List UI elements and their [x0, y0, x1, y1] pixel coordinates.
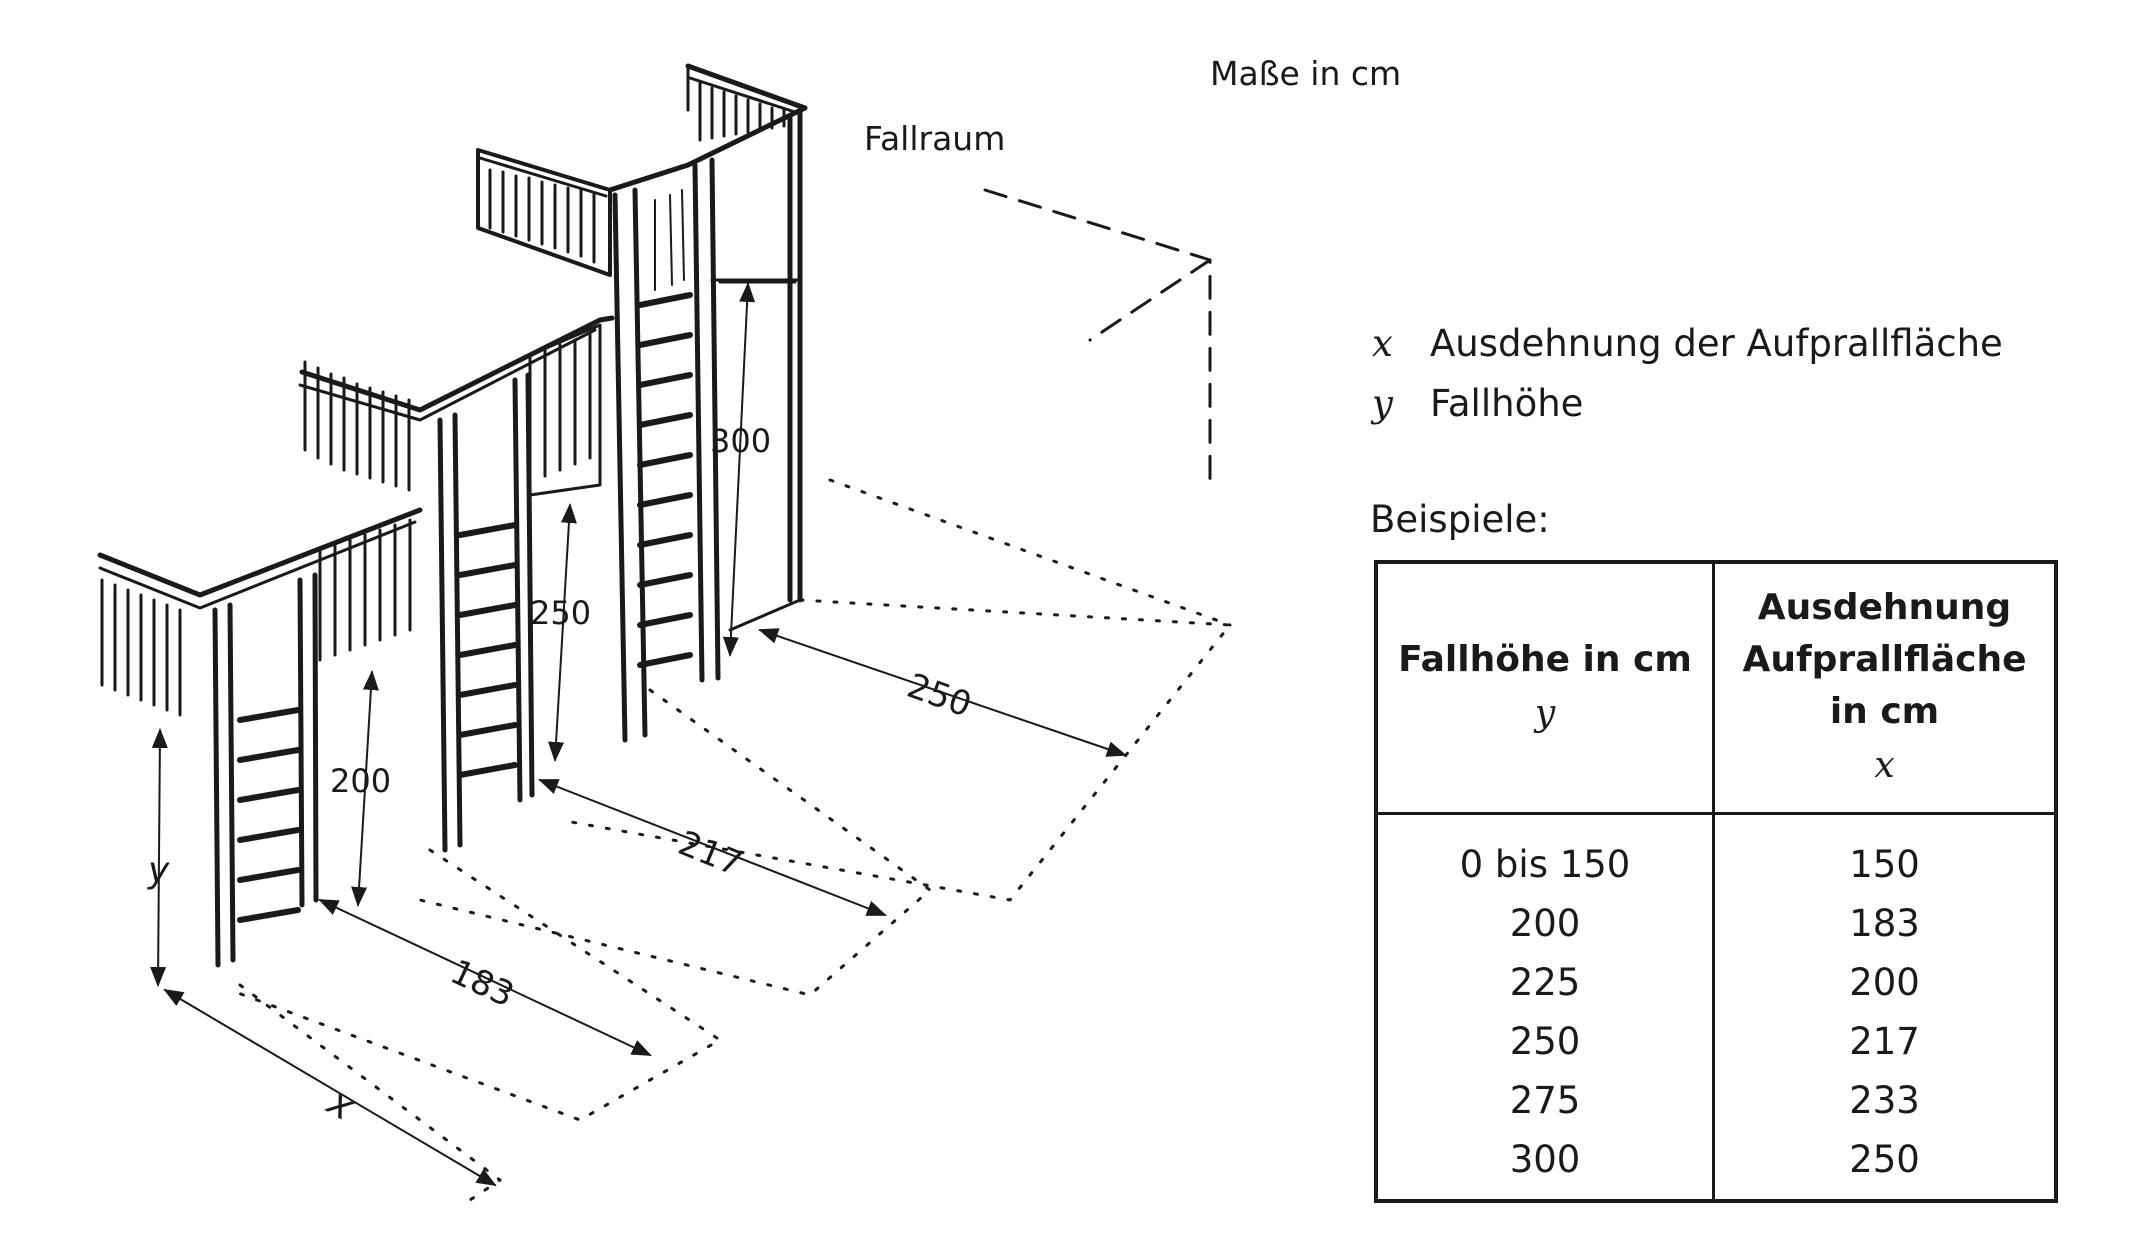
table-cell: 200	[1849, 961, 1920, 1004]
table-cell: 250	[1849, 1138, 1920, 1181]
table-body-row: 0 bis 150 200 225 250 275 300 150 183 20…	[1374, 813, 2058, 1201]
legend-symbol: y	[1372, 382, 1393, 425]
ground-dimensions	[163, 628, 1127, 1187]
legend-label: Ausdehnung der Aufprallfläche	[1430, 322, 2003, 365]
label-250: 250	[530, 594, 591, 632]
label-200: 200	[330, 762, 391, 800]
tower-level-300	[476, 63, 808, 743]
header-text: Fallhöhe in cm	[1398, 639, 1692, 680]
header-variable: x	[1874, 745, 1895, 786]
column-impact-area-values: 150 183 200 217 233 250	[1712, 813, 2058, 1201]
column-header-fall-height: Fallhöhe in cm y	[1374, 560, 1715, 815]
label-y: y	[147, 850, 170, 891]
legend-item-x: x Ausdehnung der Aufprallfläche	[1372, 322, 2003, 382]
table-cell: 300	[1509, 1138, 1581, 1181]
fallraum-label: Fallraum	[864, 119, 1006, 158]
units-note: Maße in cm	[1210, 54, 1402, 93]
column-header-impact-area: Ausdehnung Aufprallfläche in cm x	[1712, 560, 2058, 815]
table-cell: 275	[1509, 1079, 1581, 1122]
table-header-row: Fallhöhe in cm y Ausdehnung Aufprallfläc…	[1374, 560, 2058, 815]
playground-tower-sketch: 300 250 200 y 250 217 183 x	[97, 63, 1232, 1202]
label-d250: 250	[902, 666, 977, 726]
label-x: x	[320, 1079, 363, 1129]
tower-level-200	[97, 507, 423, 987]
table-cell: 150	[1849, 843, 1920, 886]
legend: x Ausdehnung der Aufprallfläche y Fallhö…	[1372, 322, 2003, 442]
table-cell: 233	[1849, 1079, 1920, 1122]
table-cell: 225	[1509, 961, 1581, 1004]
header-text: Ausdehnung Aufprallfläche in cm	[1742, 587, 2027, 732]
label-300: 300	[710, 422, 771, 460]
examples-label: Beispiele:	[1370, 498, 1550, 541]
column-fall-height-values: 0 bis 150 200 225 250 275 300	[1374, 813, 1715, 1201]
legend-symbol: x	[1372, 322, 1393, 365]
legend-item-y: y Fallhöhe	[1372, 382, 2003, 442]
label-d217: 217	[673, 823, 748, 884]
fallraum-indicator	[983, 188, 1212, 482]
table-cell: 200	[1509, 902, 1581, 945]
table-cell: 183	[1849, 902, 1920, 945]
table-cell: 250	[1509, 1020, 1581, 1063]
tower-level-250	[298, 315, 615, 853]
fall-height-table: Fallhöhe in cm y Ausdehnung Aufprallfläc…	[1374, 560, 2058, 1203]
legend-label: Fallhöhe	[1430, 382, 1584, 425]
label-d183: 183	[444, 952, 520, 1016]
table-cell: 0 bis 150	[1459, 843, 1631, 886]
table-cell: 217	[1849, 1020, 1920, 1063]
header-variable: y	[1534, 693, 1556, 734]
